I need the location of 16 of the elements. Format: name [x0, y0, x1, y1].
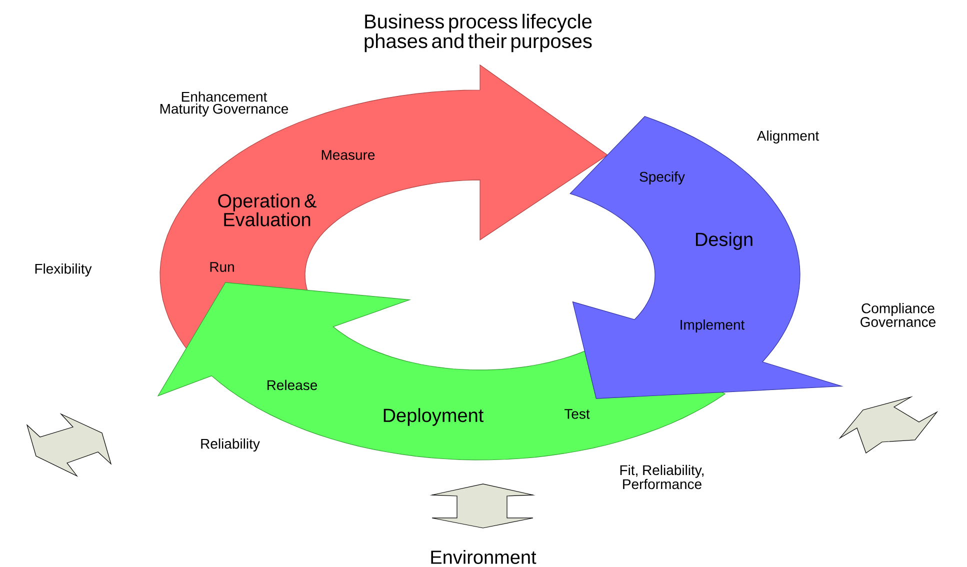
step-label: Measure — [322, 150, 375, 160]
phase-label: Operation & Evaluation — [218, 194, 316, 226]
step-label: Run — [210, 262, 234, 272]
annotation-text: Compliance Governance — [860, 303, 936, 327]
step-label: Implement — [680, 319, 745, 332]
annotation-text: Enhancement Maturity Governance — [160, 91, 288, 116]
annotation-text: Reliability — [201, 438, 260, 452]
annotation-text: Alignment — [756, 130, 820, 144]
step-label: Test — [564, 409, 590, 419]
step-label: Specify — [640, 171, 685, 184]
phase-label: Design — [696, 232, 752, 250]
title: Business process lifecycle phases and their purposes — [364, 14, 592, 52]
annotation-text: Flexibility — [35, 263, 92, 276]
step-label: Release — [267, 380, 318, 390]
annotation-text: Environment — [431, 550, 536, 564]
phase-label: Deployment — [384, 408, 484, 426]
